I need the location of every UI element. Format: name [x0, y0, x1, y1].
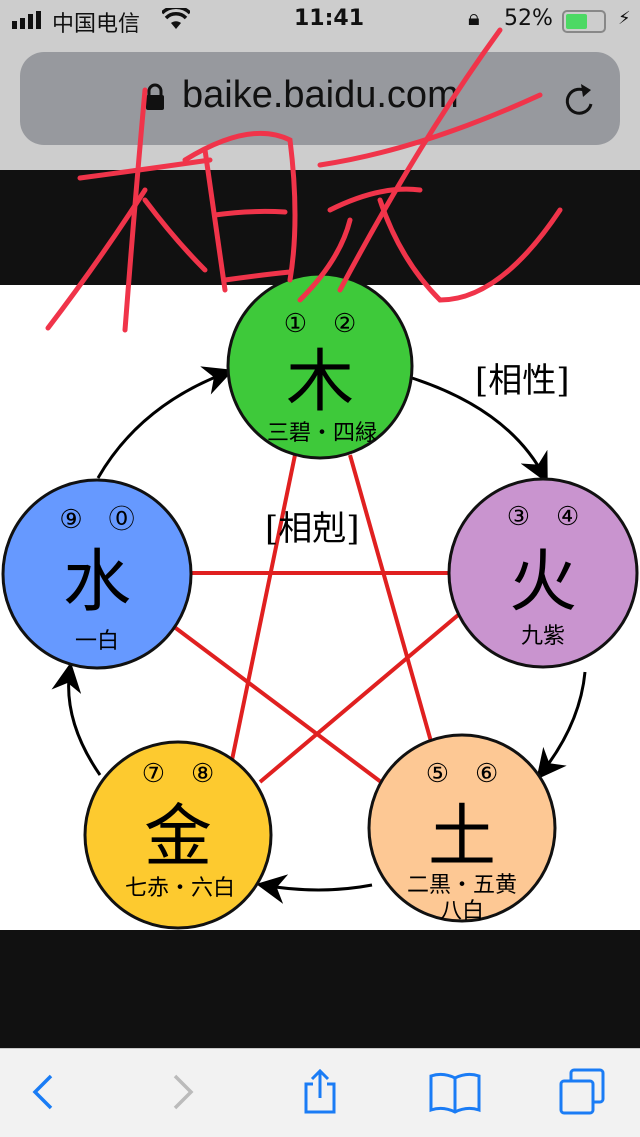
url-text[interactable]: baike.baidu.com — [182, 74, 459, 116]
reload-icon[interactable] — [561, 80, 597, 124]
svg-text:⑤ ⑥: ⑤ ⑥ — [426, 759, 499, 789]
wifi-icon — [160, 5, 192, 36]
svg-text:水: 水 — [63, 543, 131, 622]
element-water: ⑨ ⓪ 水 一白 — [1, 478, 193, 670]
svg-text:七赤・六白: 七赤・六白 — [125, 876, 235, 901]
svg-text:木: 木 — [286, 343, 354, 422]
element-wood: ① ② 木 三碧・四緑 — [226, 272, 414, 460]
svg-text:⑨ ⓪: ⑨ ⓪ — [59, 505, 134, 535]
battery-percent: 52% — [504, 6, 553, 31]
overcoming-star-lines — [163, 454, 472, 787]
svg-text:③ ④: ③ ④ — [507, 502, 580, 532]
svg-text:八白: 八白 — [440, 899, 484, 924]
clock: 11:41 — [294, 6, 365, 31]
element-metal: ⑦ ⑧ 金 七赤・六白 — [83, 740, 273, 930]
tabs-button[interactable] — [557, 1067, 607, 1117]
svg-text:九紫: 九紫 — [521, 624, 565, 649]
rotation-lock-icon: 🔒︎ — [468, 6, 480, 31]
svg-text:⑦ ⑧: ⑦ ⑧ — [142, 759, 215, 789]
element-earth: ⑤ ⑥ 土 二黒・五黄 八白 — [367, 733, 557, 924]
svg-text:一白: 一白 — [75, 629, 119, 654]
label-overcoming: [相剋] — [265, 509, 360, 549]
charging-icon: ⚡︎ — [618, 8, 631, 29]
share-button[interactable] — [295, 1067, 345, 1117]
signal-icon — [12, 10, 48, 35]
bookmarks-button[interactable] — [428, 1067, 482, 1117]
element-fire: ③ ④ 火 九紫 — [447, 477, 639, 669]
battery-icon — [562, 10, 606, 33]
back-button[interactable] — [18, 1067, 68, 1117]
svg-text:土: 土 — [428, 798, 496, 877]
svg-text:火: 火 — [509, 543, 577, 622]
svg-text:① ②: ① ② — [284, 309, 357, 339]
carrier-label: 中国电信 — [52, 12, 141, 37]
svg-text:三碧・四緑: 三碧・四緑 — [267, 421, 377, 446]
svg-text:二黒・五黄: 二黒・五黄 — [407, 873, 517, 898]
generating-cycle-arrows — [51, 366, 587, 904]
lock-icon — [145, 83, 165, 115]
label-generating: [相性] — [475, 361, 570, 401]
handwritten-annotation — [45, 27, 563, 333]
svg-text:金: 金 — [144, 798, 212, 877]
address-bar[interactable] — [20, 52, 620, 145]
forward-button[interactable] — [158, 1067, 208, 1117]
browser-toolbar — [0, 1048, 640, 1137]
